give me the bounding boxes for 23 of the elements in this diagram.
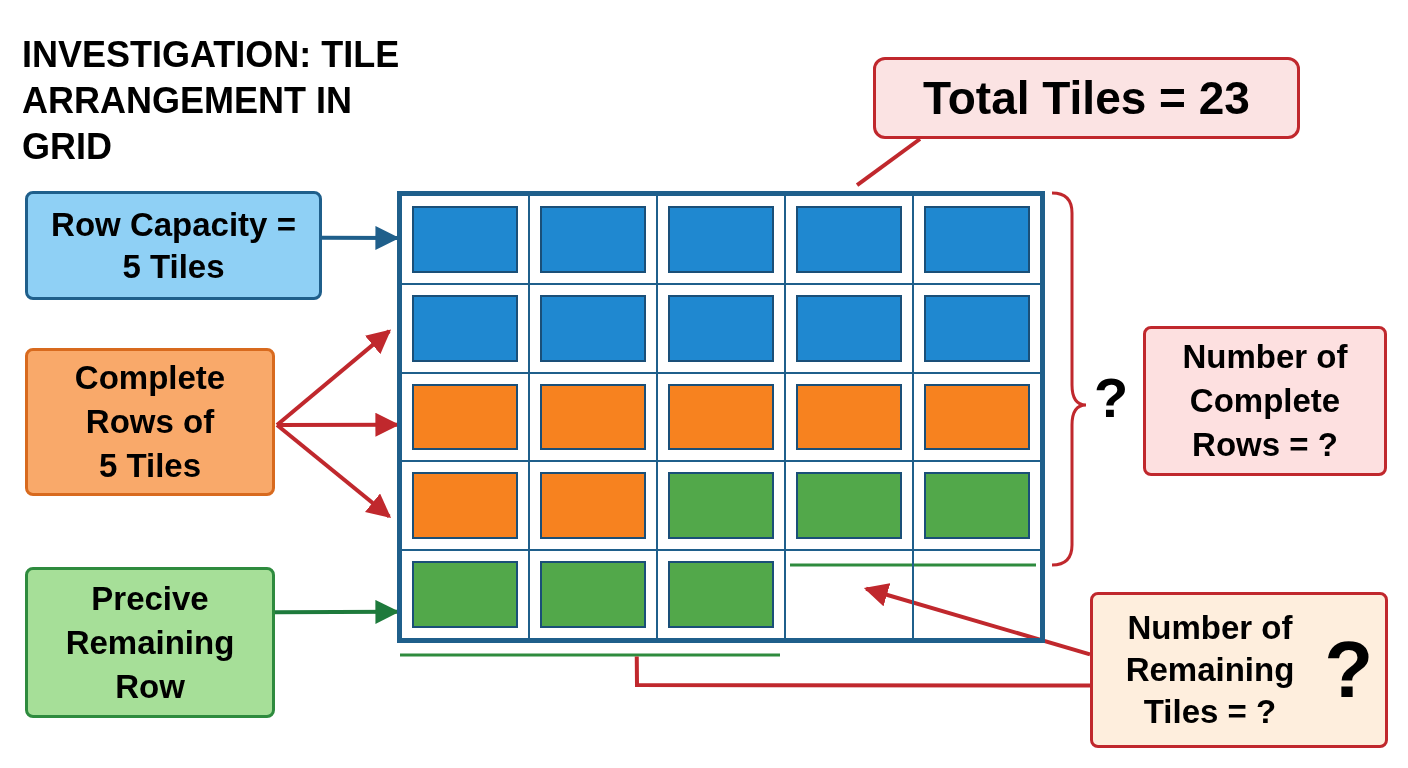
question-mark: ? <box>1094 368 1129 428</box>
arrow <box>277 412 400 437</box>
arrow <box>275 423 392 518</box>
question-box <box>1090 592 1388 748</box>
connector-line <box>855 137 922 187</box>
arrow <box>275 329 392 427</box>
info-box <box>25 348 275 496</box>
arrow <box>322 225 400 250</box>
info-box <box>25 191 322 300</box>
title: INVESTIGATION: TILE ARRANGEMENT IN GRID <box>22 33 401 169</box>
box-text: Number of Complete Rows = ? <box>1181 337 1349 465</box>
info-box <box>25 567 275 718</box>
arrow <box>863 583 1091 657</box>
question-mark: ? <box>1324 630 1373 710</box>
box-text: Row Capacity = 5 Tiles <box>50 204 297 287</box>
box-text: Complete Rows of 5 Tiles <box>73 358 227 486</box>
box-text: Total Tiles = 23 <box>923 71 1250 125</box>
box-text: Number of Remaining Tiles = ? <box>1124 608 1296 732</box>
question-box <box>1143 326 1387 476</box>
box-text: Precive Remaining Row <box>64 578 236 707</box>
connector-line <box>634 656 1090 688</box>
callout-bubble <box>873 57 1300 139</box>
arrow <box>275 599 400 624</box>
